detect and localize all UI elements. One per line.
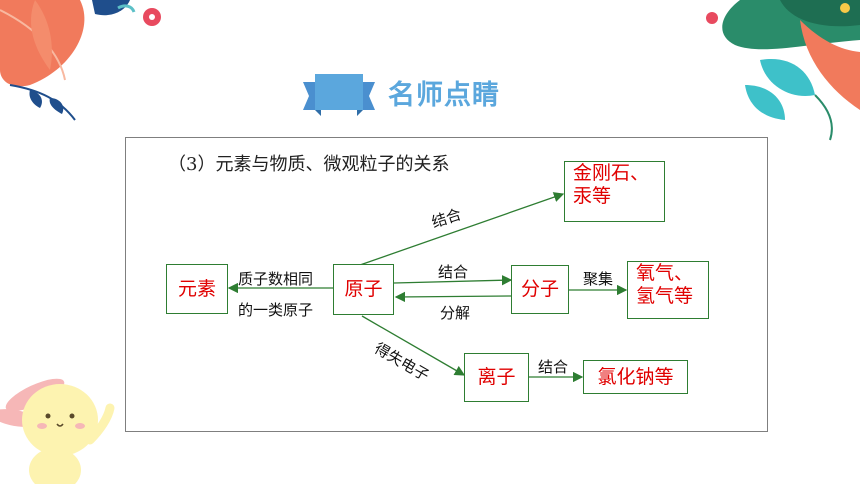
label-same-protons-line1: 质子数相同 — [238, 270, 314, 288]
node-element: 元素 — [166, 264, 228, 314]
label-combine-mid: 结合 — [438, 263, 469, 281]
label-decompose: 分解 — [440, 304, 471, 322]
top-left-leaves-icon — [0, 0, 161, 121]
node-ion: 离子 — [464, 353, 529, 402]
node-gas: 氧气、 氢气等 — [627, 261, 709, 319]
diagram-heading: （3）元素与物质、微观粒子的关系 — [168, 154, 450, 175]
label-same-protons-line2: 的一类原子 — [238, 301, 314, 319]
node-salt: 氯化钠等 — [583, 360, 688, 394]
arrow-atom-to-metal — [359, 192, 565, 266]
ribbon-banner-icon — [303, 74, 375, 116]
label-combine-ion: 结合 — [538, 358, 569, 376]
bunny-mascot-icon — [0, 378, 115, 484]
page-title: 名师点睛 — [388, 80, 500, 111]
node-molecule: 分子 — [511, 265, 569, 314]
arrow-atom-to-ion — [361, 315, 466, 376]
arrow-molecule-to-atom — [394, 291, 512, 303]
arrow-atom-to-molecule — [393, 275, 513, 286]
node-metal: 金刚石、 汞等 — [564, 161, 665, 222]
top-right-leaves-icon — [706, 0, 860, 141]
label-aggregate: 聚集 — [583, 270, 614, 288]
node-atom: 原子 — [333, 264, 394, 315]
